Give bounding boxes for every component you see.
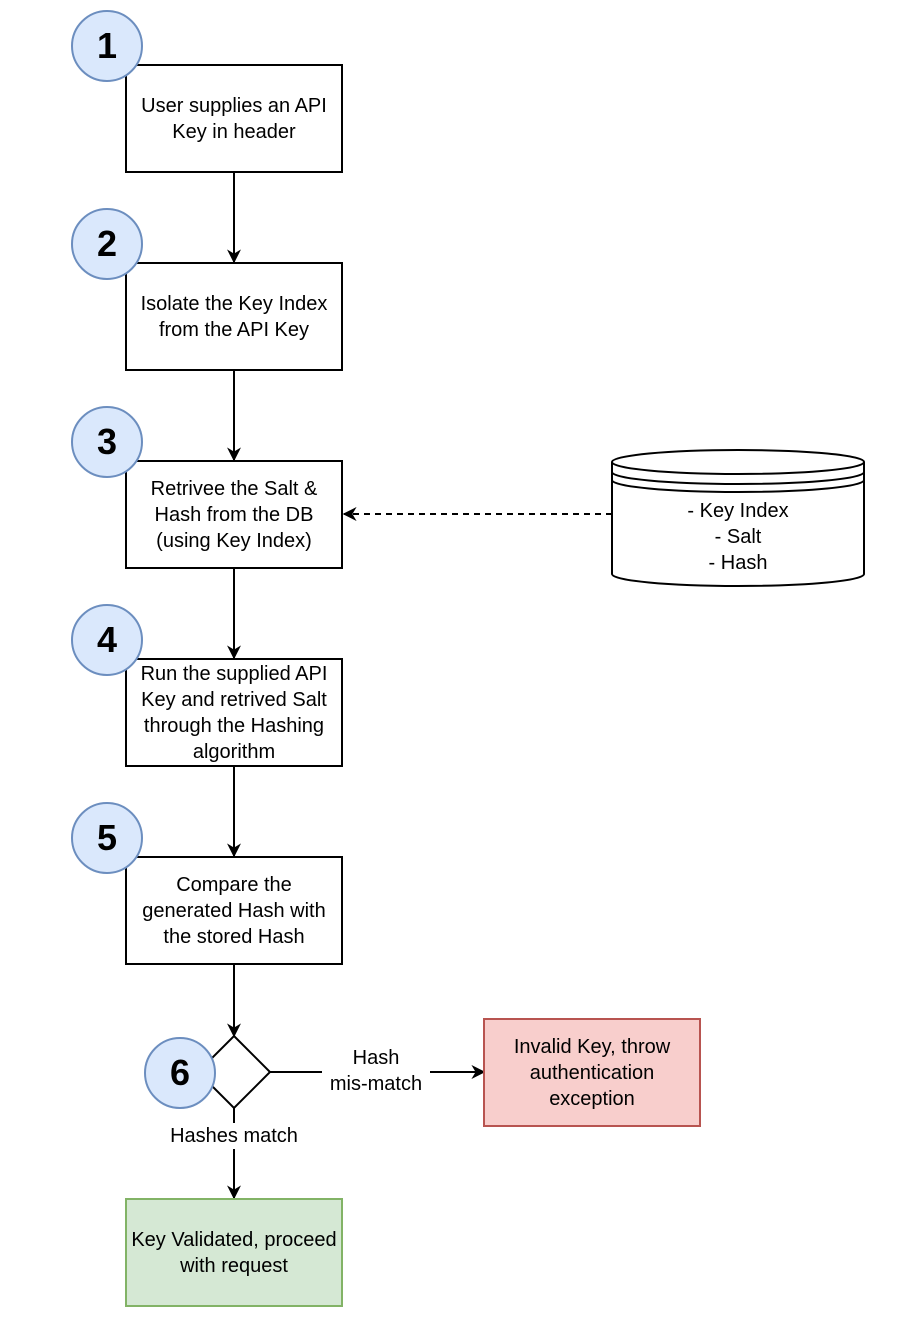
step-1-box: User supplies an API Key in header xyxy=(125,64,343,173)
step-3-text: Retrivee the Salt & Hash from the DB (us… xyxy=(150,477,318,552)
database-cylinder xyxy=(611,449,865,587)
step-5-box: Compare the generated Hash with the stor… xyxy=(125,856,343,965)
step-2-text: Isolate the Key Index from the API Key xyxy=(140,292,328,341)
step-5-badge: 5 xyxy=(71,802,143,874)
key-validated-box: Key Validated, proceed with request xyxy=(125,1198,343,1307)
db-field-hash: - Hash xyxy=(708,552,768,574)
step-1-badge: 1 xyxy=(71,10,143,82)
mismatch-label-line2: mis-match xyxy=(329,1073,423,1095)
step-6-badge: 6 xyxy=(144,1037,216,1109)
step-4-box: Run the supplied API Key and retrived Sa… xyxy=(125,658,343,767)
mismatch-label: Hash mis-match xyxy=(322,1045,430,1097)
invalid-key-text: Invalid Key, throw authentication except… xyxy=(513,1035,671,1110)
step-3-badge: 3 xyxy=(71,406,143,478)
step-4-badge: 4 xyxy=(71,604,143,676)
step-1-text: User supplies an API Key in header xyxy=(141,94,327,143)
database-fields: - Key Index - Salt - Hash xyxy=(612,498,864,576)
step-5-text: Compare the generated Hash with the stor… xyxy=(142,873,326,948)
key-validated-text: Key Validated, proceed with request xyxy=(131,1228,337,1277)
mismatch-label-line1: Hash xyxy=(352,1047,400,1069)
step-3-box: Retrivee the Salt & Hash from the DB (us… xyxy=(125,460,343,569)
step-2-badge: 2 xyxy=(71,208,143,280)
db-field-salt: - Salt xyxy=(714,526,762,548)
step-4-text: Run the supplied API Key and retrived Sa… xyxy=(140,662,328,763)
match-label: Hashes match xyxy=(154,1123,314,1149)
step-2-box: Isolate the Key Index from the API Key xyxy=(125,262,343,371)
db-field-key-index: - Key Index xyxy=(687,500,789,522)
invalid-key-box: Invalid Key, throw authentication except… xyxy=(483,1018,701,1127)
